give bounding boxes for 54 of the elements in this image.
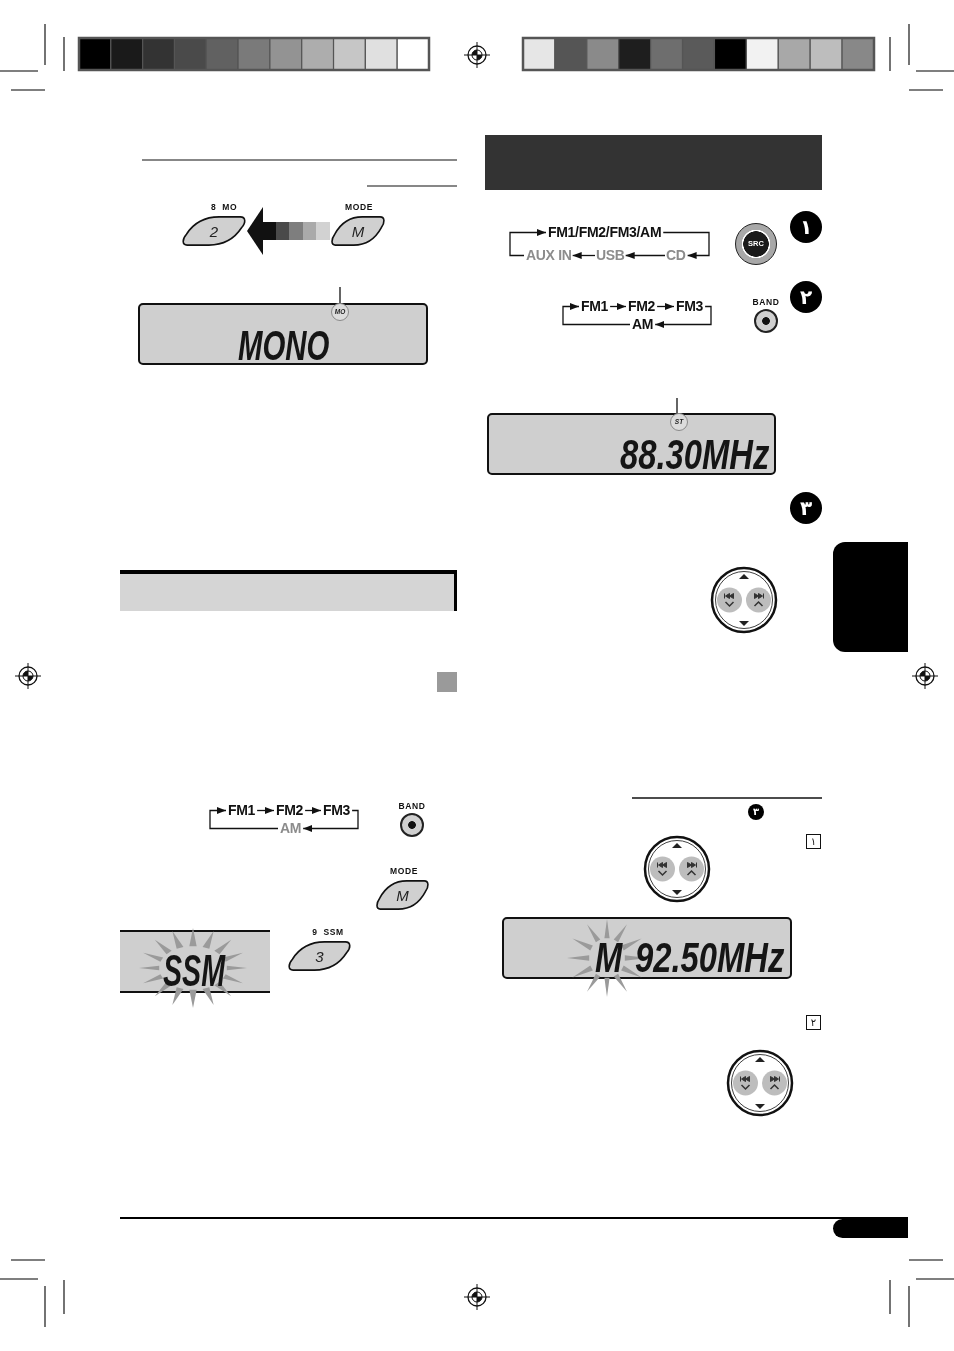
lcd-display bbox=[138, 303, 428, 365]
band-label: FM2 bbox=[276, 802, 304, 819]
source-label: FM1/FM2/FM3/AM bbox=[548, 224, 662, 241]
button-label: BAND bbox=[752, 297, 780, 307]
button-label: 8 MO bbox=[210, 202, 238, 212]
button-label: MODE bbox=[390, 866, 418, 876]
arrow bbox=[302, 809, 359, 832]
heading-band bbox=[120, 570, 457, 611]
arrow bbox=[256, 807, 275, 814]
arrow bbox=[572, 252, 596, 259]
block-arrow bbox=[247, 207, 330, 255]
mode-button: M bbox=[331, 215, 385, 247]
button-label: 9 SSM bbox=[312, 927, 344, 937]
display-text: MONO bbox=[238, 325, 330, 367]
arrow bbox=[609, 303, 627, 310]
leader-line bbox=[339, 286, 341, 304]
band-label: FM1 bbox=[228, 802, 256, 819]
preset-button: 2 bbox=[182, 215, 246, 247]
band-label: AM bbox=[632, 316, 654, 333]
band-label: FM1 bbox=[581, 298, 609, 315]
display-text: M bbox=[595, 937, 623, 979]
source-label: USB bbox=[596, 247, 625, 264]
step-number: ٣ bbox=[790, 492, 822, 524]
arrow bbox=[562, 303, 631, 326]
display-text: 88.30MHz bbox=[620, 434, 770, 476]
step-number: ٣ bbox=[748, 804, 764, 820]
arrow bbox=[625, 252, 666, 259]
heading-band bbox=[485, 135, 822, 190]
band-label: FM3 bbox=[676, 298, 704, 315]
button-label: BAND bbox=[398, 801, 426, 811]
page-number-tab bbox=[833, 1219, 908, 1238]
step-number: ٢ bbox=[790, 281, 822, 313]
button-label: MODE bbox=[345, 202, 373, 212]
step-number: ١ bbox=[790, 211, 822, 243]
arrow bbox=[654, 305, 712, 328]
mode-button: M bbox=[376, 879, 429, 911]
source-label: CD bbox=[666, 247, 686, 264]
arrow bbox=[209, 807, 279, 830]
band-label: AM bbox=[280, 820, 302, 837]
band-label: FM3 bbox=[323, 802, 351, 819]
display-text: 92.50MHz bbox=[635, 937, 785, 979]
source-label: AUX IN bbox=[526, 247, 572, 264]
substep-number: ١ bbox=[806, 834, 821, 849]
section-tab bbox=[833, 542, 908, 652]
preset-button: 3 bbox=[288, 940, 351, 972]
band-label: FM2 bbox=[628, 298, 656, 315]
lcd-display bbox=[487, 413, 776, 475]
substep-number: ٢ bbox=[806, 1015, 821, 1030]
arrow bbox=[509, 229, 547, 257]
arrow bbox=[304, 807, 322, 814]
arrow bbox=[662, 231, 710, 259]
leader-line bbox=[676, 397, 678, 414]
arrow bbox=[656, 303, 675, 310]
display-text: SSM bbox=[163, 949, 225, 993]
